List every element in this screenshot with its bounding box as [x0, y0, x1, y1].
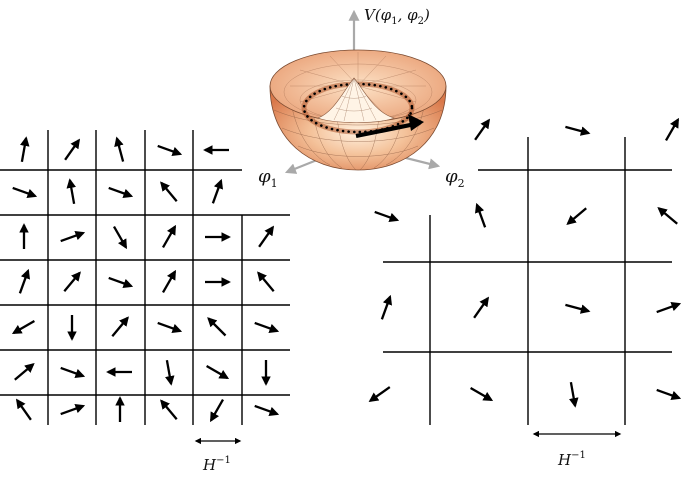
- right-scale-bar: H−1: [532, 430, 622, 469]
- spin-arrow: [254, 404, 280, 417]
- spin-arrow: [63, 271, 81, 292]
- spin-arrow: [18, 268, 31, 294]
- spin-arrow: [656, 388, 682, 401]
- spin-arrow: [206, 365, 230, 379]
- spin-arrow: [64, 138, 81, 161]
- vacuum-arrow: [355, 120, 421, 139]
- central-hump: [317, 77, 395, 123]
- spin-arrow: [157, 144, 183, 157]
- spin-arrow: [108, 186, 134, 199]
- left-spin-arrows: [11, 136, 280, 423]
- spin-arrow: [157, 321, 183, 334]
- spin-arrow: [14, 363, 35, 381]
- spin-arrow: [254, 321, 280, 334]
- spin-arrow: [565, 303, 591, 314]
- spin-arrow: [211, 178, 224, 204]
- spin-arrow: [160, 399, 178, 420]
- spin-arrow: [12, 186, 38, 199]
- spin-arrow: [19, 136, 30, 163]
- spin-arrow: [656, 301, 682, 314]
- spin-arrow: [66, 178, 77, 205]
- spin-arrow: [565, 125, 591, 136]
- phi2-label: φ2: [445, 166, 465, 190]
- spin-arrow: [15, 398, 32, 421]
- phi1-label: φ1: [258, 166, 278, 190]
- spin-arrow: [474, 202, 487, 228]
- left-scale-label: H−1: [202, 455, 231, 474]
- spin-arrow: [108, 276, 134, 289]
- spin-arrow: [162, 269, 176, 293]
- spin-arrow: [257, 271, 275, 292]
- right-grid-lines: [383, 137, 672, 425]
- spin-arrow: [162, 224, 176, 248]
- spin-arrow: [11, 320, 35, 334]
- spin-arrow: [470, 387, 494, 401]
- spin-arrow: [665, 117, 679, 141]
- spin-arrow: [368, 386, 391, 403]
- spin-arrow: [164, 359, 175, 386]
- spin-arrow: [657, 207, 678, 225]
- spin-arrow: [473, 296, 490, 319]
- spin-arrow: [60, 403, 86, 416]
- right-lattice: H−1: [368, 117, 682, 469]
- right-spin-arrows: [368, 117, 682, 408]
- spin-arrow: [474, 118, 491, 141]
- spin-arrow: [111, 316, 129, 337]
- spin-arrow: [114, 136, 125, 162]
- spin-arrow: [207, 317, 227, 337]
- spin-arrow: [374, 210, 400, 223]
- spin-arrow: [113, 226, 127, 250]
- right-scale-label: H−1: [557, 450, 586, 469]
- spin-arrow: [60, 366, 86, 379]
- spin-arrow: [160, 181, 178, 202]
- spin-arrow: [258, 225, 275, 248]
- potential-axis-label: V(φ1, φ2): [364, 6, 430, 27]
- spin-arrow: [380, 294, 393, 320]
- left-lattice: H−1: [0, 130, 290, 474]
- left-grid-lines: [0, 130, 290, 425]
- spin-arrow: [566, 207, 587, 225]
- left-scale-bar: H−1: [194, 437, 242, 474]
- mexican-hat-potential: V(φ1, φ2) φ1 φ2: [258, 6, 465, 190]
- vacuum-arrow-head: [408, 114, 424, 131]
- spin-arrow: [60, 230, 86, 243]
- spin-arrow: [568, 381, 579, 408]
- spin-arrow: [210, 399, 224, 423]
